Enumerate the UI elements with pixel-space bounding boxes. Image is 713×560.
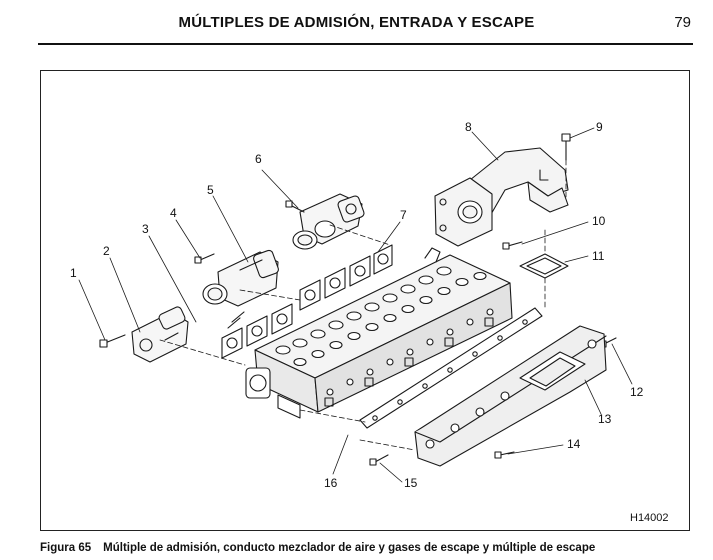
exhaust-manifold-front	[292, 193, 365, 250]
figure-caption: Figura 65 Múltiple de admisión, conducto …	[40, 542, 595, 554]
callout-9: 9	[596, 120, 603, 134]
assembly-guide-lines	[159, 159, 567, 451]
callout-14: 14	[567, 437, 581, 451]
figure-caption-text: Múltiple de admisión, conducto mezclador…	[103, 542, 596, 554]
figure-caption-label: Figura 65	[40, 542, 92, 554]
callout-10: 10	[592, 214, 606, 228]
callout-13: 13	[598, 412, 612, 426]
air-egr-mixer-duct	[434, 147, 569, 247]
page-number: 79	[674, 14, 691, 31]
intake-manifold-gasket	[359, 307, 543, 429]
callout-7: 7	[400, 208, 407, 222]
figure-code: H14002	[630, 512, 669, 524]
intake-manifold	[414, 325, 607, 467]
callout-1: 1	[70, 266, 77, 280]
callout-15: 15	[404, 476, 418, 490]
figure-frame	[40, 70, 690, 531]
callout-6: 6	[255, 152, 262, 166]
callout-11: 11	[592, 249, 605, 263]
header-divider	[38, 43, 693, 45]
cylinder-head	[245, 247, 513, 419]
exhaust-gaskets-lower	[221, 303, 293, 359]
exhaust-manifold-middle	[202, 249, 279, 307]
callout-leaders	[78, 127, 633, 483]
callout-4: 4	[170, 206, 177, 220]
callout-3: 3	[142, 222, 149, 236]
page-header-title: MÚLTIPLES DE ADMISIÓN, ENTRADA Y ESCAPE	[178, 14, 535, 31]
callout-8: 8	[465, 120, 472, 134]
callout-2: 2	[103, 244, 110, 258]
mixer-gasket	[519, 253, 569, 279]
callout-12: 12	[630, 385, 644, 399]
callout-5: 5	[207, 183, 214, 197]
callout-16: 16	[324, 476, 338, 490]
exhaust-gaskets-upper	[299, 244, 393, 311]
exhaust-manifold-rear	[131, 306, 189, 363]
